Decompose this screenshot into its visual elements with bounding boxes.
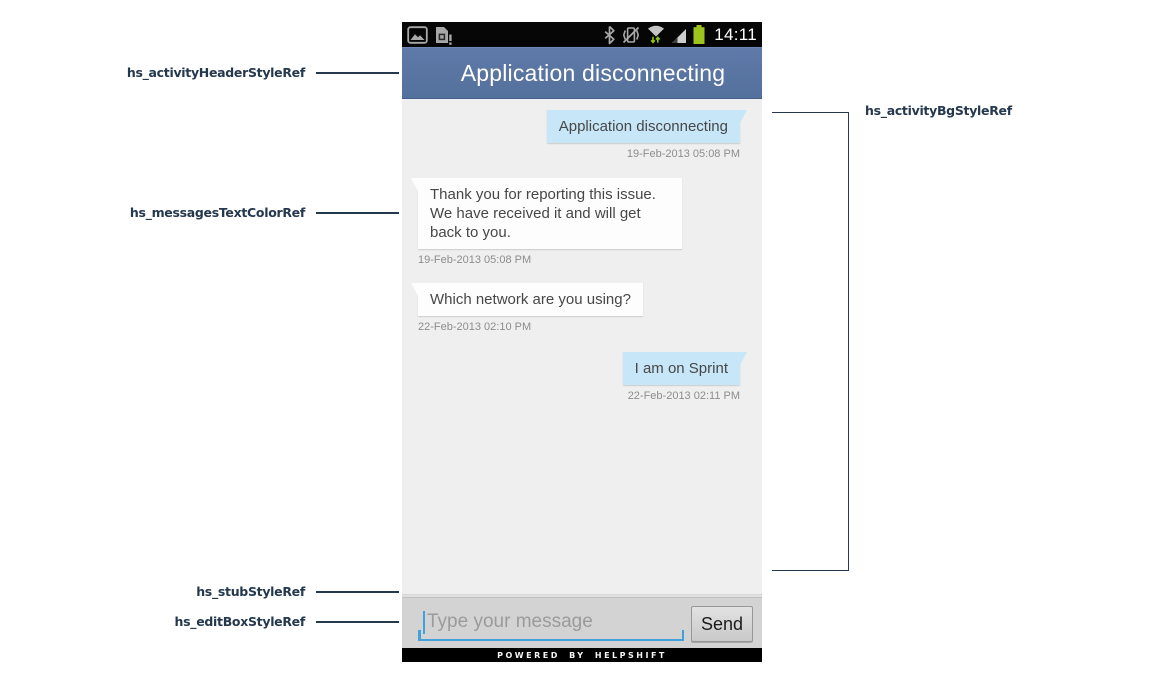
message-timestamp: 19-Feb-2013 05:08 PM <box>418 254 532 266</box>
phone-screenshot: 14:11 Application disconnecting Applicat… <box>402 22 762 662</box>
annotation-pointer-line <box>316 212 399 214</box>
message-agent: Thank you for reporting this issue. We h… <box>411 178 682 266</box>
annotation-pointer-line <box>316 591 399 593</box>
text-caret <box>423 611 425 634</box>
message-input[interactable] <box>418 605 684 639</box>
annotation-activity-bg-label: hs_activityBgStyleRef <box>865 103 1012 118</box>
message-user: Application disconnecting 19-Feb-2013 05… <box>546 110 748 160</box>
vibrate-off-icon <box>621 25 641 45</box>
sim-card-alert-icon <box>433 25 452 45</box>
powered-by-footer: POWERED BY HELPSHIFT <box>402 648 762 662</box>
composer-bar: Send <box>402 597 762 648</box>
chat-bubble-agent: Thank you for reporting this issue. We h… <box>411 178 682 249</box>
annotation-pointer-line <box>316 621 399 623</box>
chat-bubble-user: Application disconnecting <box>546 110 748 143</box>
gallery-icon <box>407 25 428 45</box>
send-button[interactable]: Send <box>691 606 753 642</box>
app-header: Application disconnecting <box>402 47 762 99</box>
annotation-messages-text-color-label: hs_messagesTextColorRef <box>129 205 305 220</box>
message-timestamp: 22-Feb-2013 02:11 PM <box>627 390 740 402</box>
status-bar: 14:11 <box>402 22 762 47</box>
annotation-bracket <box>772 112 849 571</box>
wifi-data-icon <box>646 24 666 45</box>
powered-by-text: POWERED BY HELPSHIFT <box>497 650 667 660</box>
battery-icon <box>692 24 706 45</box>
message-timestamp: 19-Feb-2013 05:08 PM <box>626 148 740 160</box>
annotation-edit-box-label: hs_editBoxStyleRef <box>174 614 306 629</box>
annotation-activity-header-label: hs_activityHeaderStyleRef <box>126 65 305 80</box>
chat-bubble-agent: Which network are you using? <box>411 283 643 316</box>
bluetooth-icon <box>603 25 616 45</box>
annotation-stub-label: hs_stubStyleRef <box>196 584 305 599</box>
status-time: 14:11 <box>714 24 757 44</box>
signal-strength-icon <box>671 28 687 44</box>
conversation-area: Application disconnecting 19-Feb-2013 05… <box>402 99 762 597</box>
message-agent: Which network are you using? 22-Feb-2013… <box>411 283 643 333</box>
chat-bubble-user: I am on Sprint <box>622 352 748 385</box>
annotation-pointer-line <box>316 72 399 74</box>
message-user: I am on Sprint 22-Feb-2013 02:11 PM <box>622 352 748 402</box>
message-edit-box[interactable] <box>418 605 684 641</box>
page-title: Application disconnecting <box>460 59 726 86</box>
stub-divider <box>402 594 762 597</box>
message-timestamp: 22-Feb-2013 02:10 PM <box>418 321 532 333</box>
